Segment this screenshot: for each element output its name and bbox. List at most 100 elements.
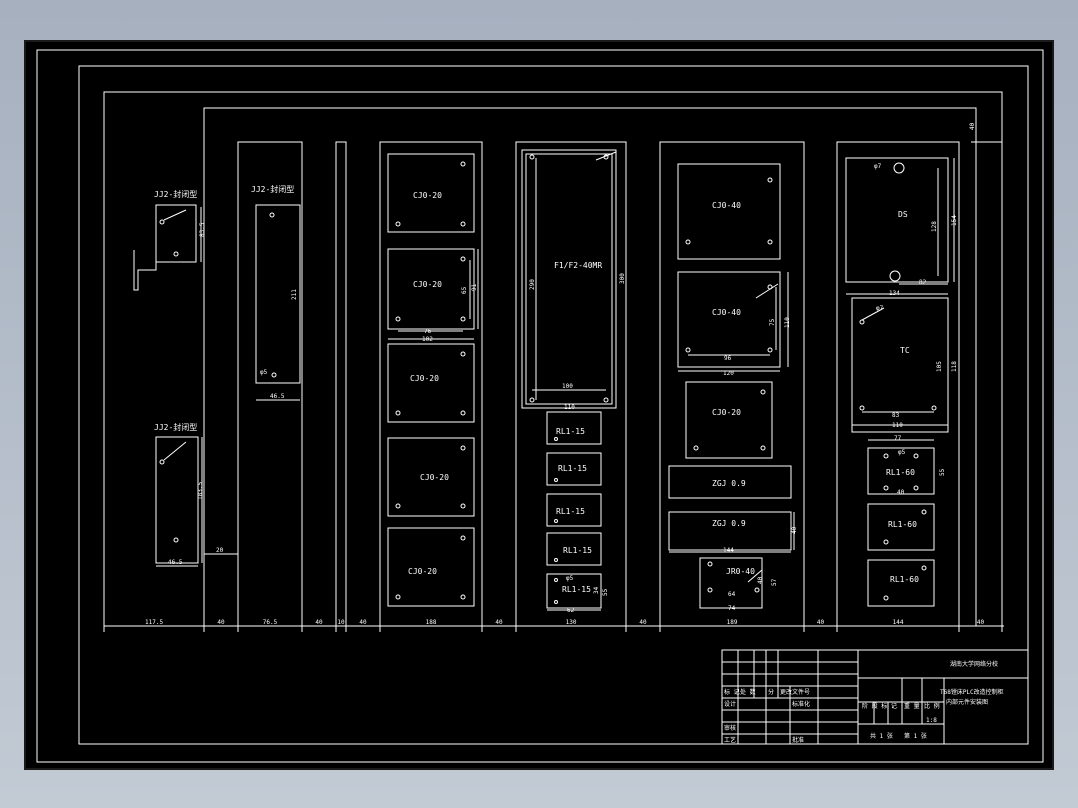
dim-rl-h2: 55 [602, 588, 609, 596]
fuse-rl60-2[interactable] [867, 503, 935, 551]
tb-title-1: T68镗床PLC改造控制柜 [940, 688, 1004, 696]
layout-drawing: 40 JJ2-封闭型 83.5 JJ2-封闭型 φ5 211 46.5 JJ2-… [36, 49, 1044, 763]
contactor-cj040-2[interactable] [677, 271, 781, 368]
tb-standard: 标准化 [792, 700, 810, 708]
label-qj-tall: JJ2-封闭型 [251, 184, 294, 194]
dim-bottom-label: 40 [359, 619, 367, 626]
contactor-cj020-5[interactable] [387, 527, 475, 607]
dim-zgj-w: 144 [723, 547, 734, 554]
contactor-cj020-1[interactable] [387, 153, 475, 233]
rail-2 [335, 141, 347, 627]
handle-bracket [133, 250, 157, 291]
switch-qj-tall[interactable] [255, 204, 301, 384]
dim-ds-h1: 128 [931, 221, 938, 232]
label-qj-1: JJ2-封闭型 [154, 189, 197, 199]
reactor-zgj-1[interactable] [668, 465, 792, 499]
fuse-rl1-4[interactable] [546, 532, 602, 566]
dim-bottom-label: 117.5 [145, 619, 163, 626]
dim-bottom-label: 144 [893, 619, 904, 626]
dim-cj040-h1: 75 [769, 318, 776, 326]
rail-3 [379, 141, 483, 627]
label-rl1-5: RL1-15 [562, 585, 591, 594]
dim-bottom-label: 10 [337, 619, 345, 626]
fuse-rl1-3[interactable] [546, 493, 602, 527]
dim-zgj-h: 40 [791, 526, 798, 534]
label-cj040-2: CJ0-40 [712, 308, 741, 317]
label-cj020-5: CJ0-20 [408, 567, 437, 576]
tb-stage: 阶 段 标 记 [862, 702, 897, 710]
dim-cj040-h2: 110 [784, 317, 791, 328]
label-zgj-2: ZGJ 0.9 [712, 519, 746, 528]
dim-plc-w2: 110 [564, 404, 575, 411]
tb-title-2: 内部元件安装图 [946, 698, 988, 706]
contactor-cj020-6[interactable] [685, 381, 773, 459]
dim-jr-w2: 74 [728, 605, 736, 612]
label-rl60-1: RL1-60 [886, 468, 915, 477]
dim-qj2-h: 183.5 [197, 482, 204, 500]
fuse-rl60-1[interactable] [867, 447, 935, 495]
contactor-cj040-1[interactable] [677, 163, 781, 260]
tb-sheets-total: 共 1 张 [870, 732, 893, 740]
switch-qj-2[interactable] [155, 436, 199, 564]
dim-ds-h2: 154 [951, 215, 958, 226]
label-cj020-6: CJ0-20 [712, 408, 741, 417]
dim-cj-h2: 91 [471, 283, 478, 291]
dim-tc-hole: φ7 [876, 305, 884, 312]
label-rl1-2: RL1-15 [558, 464, 587, 473]
tb-col-change: 更改文件号 [780, 688, 810, 696]
dim-bottom-label: 40 [315, 619, 323, 626]
title-block: 湖南大学网络分校 T68镗床PLC改造控制柜 内部元件安装图 标 记 处 数 分… [721, 649, 1029, 745]
tb-weight: 重 量 [904, 702, 920, 710]
dim-bottom-label: 40 [217, 619, 225, 626]
plc-inner [525, 153, 613, 405]
label-cj020-2: CJ0-20 [413, 280, 442, 289]
label-ds: DS [898, 210, 908, 219]
dim-qj2-w: 46.5 [168, 559, 183, 566]
tb-ratio: 比 例 [924, 702, 940, 710]
inner-frame [78, 65, 1029, 745]
transformer-tc[interactable] [851, 297, 949, 433]
dim-cj-w1: 76 [424, 328, 432, 335]
tb-approve: 批准 [792, 736, 804, 744]
contactor-cj020-3[interactable] [387, 343, 475, 423]
dim-cj040-w1: 96 [724, 355, 732, 362]
dim-bottom-label: 189 [727, 619, 738, 626]
dim-cj040-w2: 120 [723, 370, 734, 377]
label-qj-2: JJ2-封闭型 [154, 422, 197, 432]
fuse-rl60-3[interactable] [867, 559, 935, 607]
fuse-rl1-1[interactable] [546, 411, 602, 445]
dim-jr-w1: 64 [728, 591, 736, 598]
label-cj040-1: CJ0-40 [712, 201, 741, 210]
dim-qj-tall-w: 46.5 [270, 393, 285, 400]
reactor-zgj-2[interactable] [668, 511, 792, 551]
tb-design: 设计 [724, 700, 736, 708]
fuse-rl1-2[interactable] [546, 452, 602, 486]
cad-drawing-canvas[interactable]: 40 JJ2-封闭型 83.5 JJ2-封闭型 φ5 211 46.5 JJ2-… [24, 40, 1054, 770]
label-rl60-2: RL1-60 [888, 520, 917, 529]
switch-ds[interactable] [845, 157, 949, 283]
dim-ds-w1: 82 [919, 279, 927, 286]
cabinet-outline [103, 91, 1003, 627]
dim-tc-w1: 83 [892, 412, 900, 419]
dim-rl-w: 62 [567, 607, 575, 614]
label-rl60-3: RL1-60 [890, 575, 919, 584]
label-cj020-1: CJ0-20 [413, 191, 442, 200]
dim-rl60-w1: 77 [894, 435, 902, 442]
dim-bottom-label: 40 [495, 619, 503, 626]
contactor-cj020-4[interactable] [387, 437, 475, 517]
label-cj020-4: CJ0-20 [420, 473, 449, 482]
contactor-cj020-2[interactable] [387, 248, 475, 330]
dim-cj-h1: 65 [461, 286, 468, 294]
dim-rl-h1: 34 [593, 586, 600, 594]
switch-qj-1[interactable] [155, 204, 197, 263]
dim-qj-tall-h: 211 [291, 289, 298, 300]
dim-tc-h2: 118 [951, 361, 958, 372]
dim-bottom-label: 188 [426, 619, 437, 626]
dim-rl60-hole: φ5 [898, 449, 906, 456]
tb-col-mark: 标 记 [724, 688, 740, 696]
tb-scale: 1:8 [926, 717, 937, 724]
dim-rl60-h: 55 [939, 468, 946, 476]
fuse-rl1-5[interactable] [546, 573, 602, 609]
label-rl1-1: RL1-15 [556, 427, 585, 436]
